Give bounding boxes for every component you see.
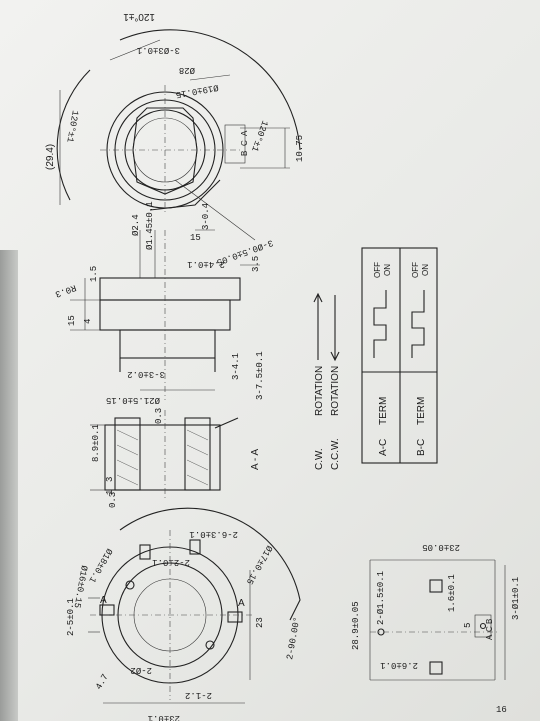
top-view-outer-arc bbox=[119, 29, 301, 151]
dim-front-4: 2-2±0.1 bbox=[152, 557, 190, 567]
dim-front-11: 2-90.00° bbox=[285, 616, 302, 660]
dim-pcb-8: 16 bbox=[496, 705, 507, 715]
dim-side-12: Ø21.5±0.15 bbox=[106, 395, 160, 405]
rotation-word-2: ROTATION bbox=[330, 366, 341, 416]
section-view-labels: 8.9±0.1 0.3 0.3 3 1 A - A bbox=[91, 408, 261, 508]
ccw-label: C.C.W. bbox=[330, 438, 341, 470]
dim-side-3: 2.4±0.1 bbox=[187, 259, 225, 269]
ac-state-off: OFF bbox=[373, 262, 382, 278]
dim-front-5: Ø17±0.15 bbox=[244, 544, 274, 586]
pcb-view-labels: 23±0.05 2-Ø1.5±0.1 28.9±0.05 1.6±0.1 5 3… bbox=[351, 542, 521, 715]
ac-term-label: TERM bbox=[378, 397, 389, 425]
terminal-letter-c: C bbox=[240, 140, 249, 146]
dim-side-1: Ø2.4 bbox=[131, 214, 141, 236]
dim-side-10: 3-4.1 bbox=[231, 353, 241, 380]
timing-table: OFF ON OFF ON A-C TERM B-C TERM bbox=[361, 247, 438, 464]
dim-side-11: 3-7.5±0.1 bbox=[255, 351, 265, 400]
dim-pcb-5: 5 bbox=[463, 623, 473, 628]
pcb-view bbox=[369, 559, 506, 681]
dim-pcb-7: 2.6±0.1 bbox=[380, 660, 418, 670]
front-view-angle-arc bbox=[119, 507, 301, 621]
dim-side-4: 3.5 bbox=[251, 256, 261, 272]
top-view bbox=[56, 29, 301, 241]
dim-front-12: 4.7 bbox=[94, 672, 111, 691]
dim-front-9: 23 bbox=[255, 617, 265, 628]
cw-label: C.W. bbox=[314, 448, 325, 470]
dim-pcb-2: 2-Ø1.5±0.1 bbox=[376, 571, 386, 625]
section-caption: A - A bbox=[250, 449, 261, 470]
dim-side-6: R0.3 bbox=[54, 282, 78, 299]
bc-term-label: TERM bbox=[416, 397, 427, 425]
dim-sec-5: 1 bbox=[105, 490, 115, 495]
pcb-letter-b: B bbox=[485, 619, 494, 624]
section-view bbox=[90, 410, 239, 500]
terminal-block bbox=[224, 124, 246, 164]
rotation-word-1: ROTATION bbox=[314, 366, 325, 416]
dim-front-2: Ø18±0.1 bbox=[86, 547, 114, 585]
scanner-edge-shadow bbox=[0, 250, 18, 721]
dim-front-1: 2-6.3±0.1 bbox=[189, 529, 238, 539]
dim-pcb-4: 1.6±0.1 bbox=[447, 574, 457, 612]
side-view bbox=[70, 230, 260, 400]
top-view-labels: 120°±1 3-Ø3±0.1 Ø28 Ø19±0.15 120°±1 120°… bbox=[45, 11, 305, 267]
dim-top-10: 15 bbox=[190, 233, 201, 243]
side-view-labels: Ø2.4 Ø1.45±0.1 2.4±0.1 3.5 1.5 R0.3 15 4… bbox=[54, 201, 265, 405]
dim-top-1: 120°±1 bbox=[123, 11, 155, 22]
bc-term: B-C bbox=[416, 439, 427, 456]
dim-top-9: 3-0.4 bbox=[201, 203, 211, 230]
dim-pcb-3: 28.9±0.05 bbox=[351, 601, 361, 650]
pcb-letter-a: A bbox=[485, 634, 494, 640]
dim-front-7: 2-Ø2 bbox=[130, 665, 152, 675]
ac-state-on: ON bbox=[383, 264, 392, 276]
side-view-shaft bbox=[99, 277, 241, 301]
dim-side-8: 4 bbox=[83, 319, 93, 324]
dim-front-10: 23±0.1 bbox=[148, 713, 180, 721]
section-marker-a-right: A bbox=[238, 598, 245, 609]
terminal-letter-a: A bbox=[240, 130, 249, 136]
rotation-legend: C.W. C.C.W. ROTATION ROTATION bbox=[313, 292, 341, 470]
dim-side-7: 15 bbox=[67, 315, 77, 326]
section-marker-a-left: A bbox=[100, 595, 107, 606]
dim-sec-3: 0.3 bbox=[108, 492, 118, 508]
dim-pcb-1: 23±0.05 bbox=[422, 542, 460, 552]
dim-top-4: Ø19±0.15 bbox=[175, 82, 219, 99]
dim-sec-2: 0.3 bbox=[154, 408, 164, 424]
pcb-hole-center bbox=[479, 622, 487, 630]
bc-state-off: OFF bbox=[411, 262, 420, 278]
dim-front-6: 2-5±0.1 bbox=[66, 598, 76, 636]
ac-term: A-C bbox=[378, 439, 389, 456]
dim-top-7: (29.4) bbox=[45, 144, 56, 170]
dim-side-5: 1.5 bbox=[89, 266, 99, 282]
timing-wave-ac bbox=[373, 290, 387, 358]
terminal-letter-b: B bbox=[240, 151, 249, 156]
dim-top-5: 120°±1 bbox=[249, 119, 269, 153]
pcb-pad-bottom bbox=[429, 661, 443, 675]
front-view bbox=[88, 507, 301, 704]
dim-top-6: 120°±1 bbox=[64, 109, 79, 143]
dim-pcb-6: 3-Ø1±0.1 bbox=[511, 577, 521, 620]
section-body bbox=[104, 424, 221, 491]
dim-top-3: Ø28 bbox=[179, 65, 195, 75]
dim-side-9: 3-3±0.2 bbox=[127, 369, 165, 379]
dim-side-2: Ø1.45±0.1 bbox=[145, 201, 155, 250]
dim-top-2: 3-Ø3±0.1 bbox=[137, 45, 180, 55]
dim-top-8: 10.75 bbox=[295, 135, 305, 162]
pcb-pad-top bbox=[429, 579, 443, 593]
front-view-labels: 2-6.3±0.1 Ø18±0.1 Ø16±0.15 2-2±0.1 Ø17±0… bbox=[66, 529, 302, 721]
bc-state-on: ON bbox=[421, 264, 430, 276]
dim-sec-1: 8.9±0.1 bbox=[91, 424, 101, 462]
pcb-letter-c: C bbox=[485, 626, 494, 632]
dim-sec-4: 3 bbox=[105, 477, 115, 482]
dim-front-8: 2-1.2 bbox=[185, 690, 212, 700]
timing-wave-bc bbox=[411, 290, 425, 358]
